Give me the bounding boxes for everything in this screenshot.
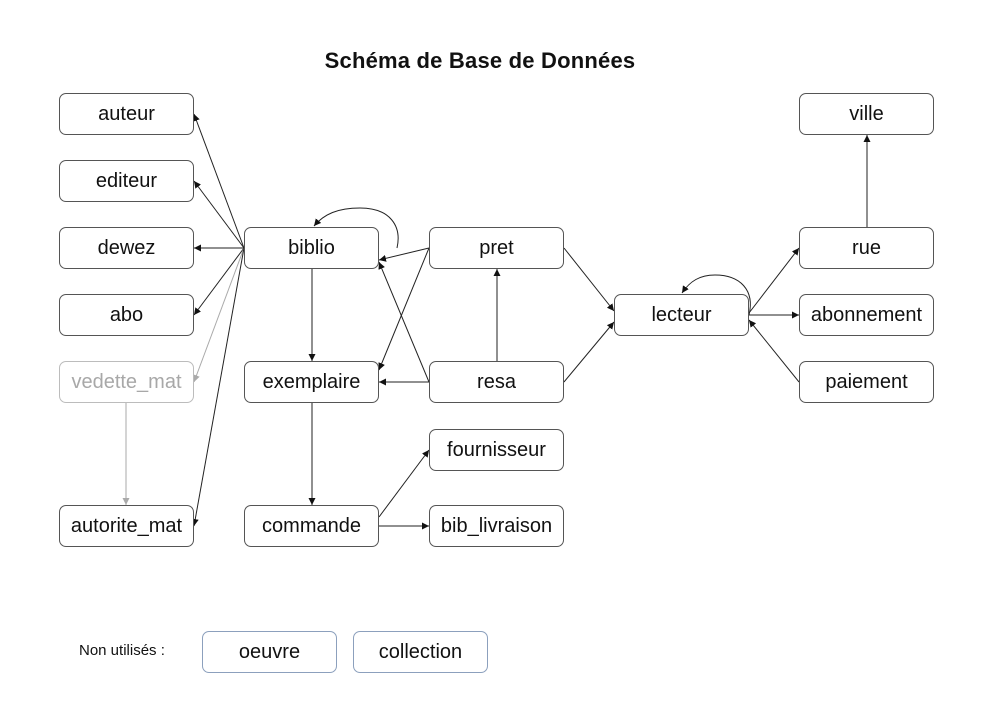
table-commande[interactable]: commande	[244, 505, 379, 547]
table-lecteur[interactable]: lecteur	[614, 294, 749, 336]
table-paiement[interactable]: paiement	[799, 361, 934, 403]
table-auteur[interactable]: auteur	[59, 93, 194, 135]
edge-commande-fournisseur	[378, 449, 430, 518]
unused-table-oeuvre[interactable]: oeuvre	[202, 631, 337, 673]
table-abonnement[interactable]: abonnement	[799, 294, 934, 336]
table-fournisseur[interactable]: fournisseur	[429, 429, 564, 471]
edge-biblio-abo	[193, 247, 245, 316]
edge-resa-lecteur	[563, 321, 615, 383]
edge-resa-biblio	[378, 261, 430, 383]
table-ville[interactable]: ville	[799, 93, 934, 135]
table-exemplaire[interactable]: exemplaire	[244, 361, 379, 403]
table-autorite-mat[interactable]: autorite_mat	[59, 505, 194, 547]
edge-pret-lecteur	[563, 247, 615, 312]
unused-label: Non utilisés :	[79, 642, 165, 659]
table-bib-livraison[interactable]: bib_livraison	[429, 505, 564, 547]
table-vedette-mat[interactable]: vedette_mat	[59, 361, 194, 403]
unused-table-collection[interactable]: collection	[353, 631, 488, 673]
edge-lecteur-self	[681, 274, 751, 316]
edge-biblio-auteur	[193, 113, 245, 249]
diagram-title: Schéma de Base de Données	[324, 48, 636, 73]
table-resa[interactable]: resa	[429, 361, 564, 403]
edge-biblio-vedette-mat	[193, 247, 245, 383]
table-rue[interactable]: rue	[799, 227, 934, 269]
table-dewez[interactable]: dewez	[59, 227, 194, 269]
table-pret[interactable]: pret	[429, 227, 564, 269]
edge-pret-biblio	[378, 247, 430, 262]
table-editeur[interactable]: editeur	[59, 160, 194, 202]
edge-biblio-editeur	[193, 180, 245, 249]
edge-biblio-autorite-mat	[191, 247, 245, 527]
edge-lecteur-rue	[748, 247, 800, 314]
table-biblio[interactable]: biblio	[244, 227, 379, 269]
edge-paiement-lecteur	[748, 319, 800, 383]
table-abo[interactable]: abo	[59, 294, 194, 336]
edge-pret-exemplaire	[378, 247, 430, 371]
edge-biblio-self	[313, 207, 399, 249]
